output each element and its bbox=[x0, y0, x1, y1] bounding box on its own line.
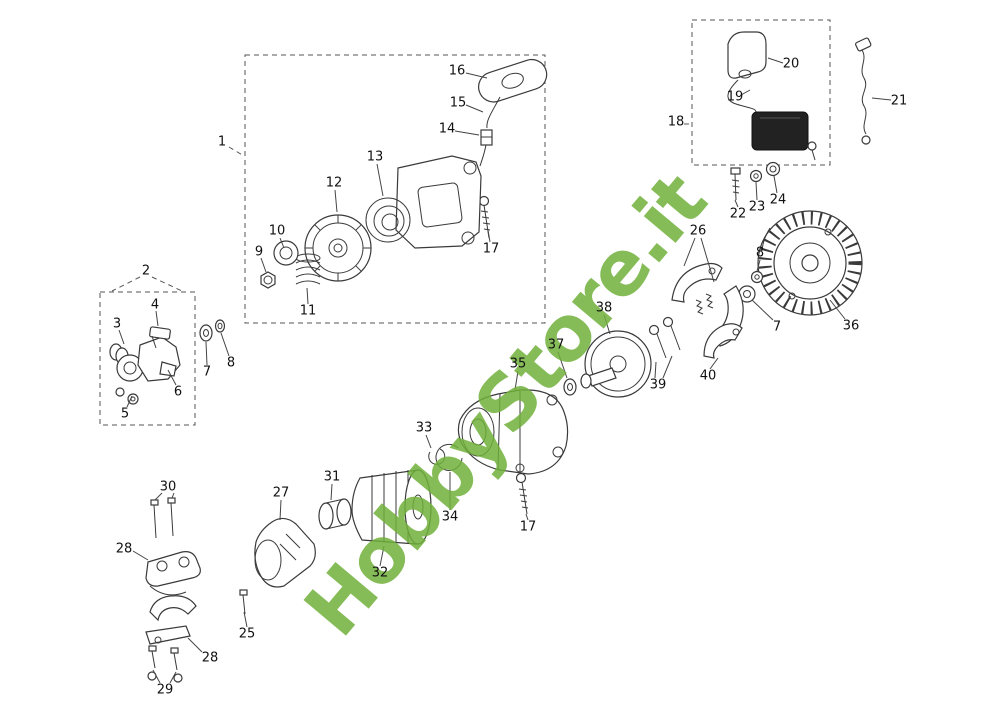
part-label-8-left: 8 bbox=[226, 355, 236, 371]
part-screws-30 bbox=[150, 497, 176, 539]
part-label-7-left: 7 bbox=[202, 364, 212, 380]
part-label-15: 15 bbox=[449, 95, 467, 111]
part-screws-29 bbox=[147, 645, 183, 683]
leader-lines bbox=[118, 57, 892, 684]
part-label-24: 24 bbox=[769, 192, 787, 208]
starter-group-box bbox=[244, 54, 546, 324]
part-snap-ring-34 bbox=[435, 443, 463, 471]
part-label-9: 9 bbox=[254, 244, 264, 260]
part-ignition-wire bbox=[727, 79, 757, 113]
part-bolt-9 bbox=[260, 271, 276, 289]
part-label-16: 16 bbox=[448, 63, 466, 79]
part-label-8-right: 8 bbox=[755, 245, 765, 261]
part-label-13: 13 bbox=[366, 149, 384, 165]
part-washer-8-right bbox=[750, 270, 764, 284]
part-label-17-top: 17 bbox=[482, 241, 500, 257]
part-clutch-housing-32 bbox=[351, 469, 432, 545]
part-screw-17-bottom bbox=[515, 472, 529, 515]
part-label-14: 14 bbox=[438, 121, 456, 137]
part-starter-housing bbox=[395, 155, 482, 249]
part-label-33: 33 bbox=[415, 420, 433, 436]
part-label-23: 23 bbox=[748, 199, 766, 215]
part-label-19: 19 bbox=[726, 89, 744, 105]
part-label-25: 25 bbox=[238, 626, 256, 642]
part-label-39: 39 bbox=[649, 377, 667, 393]
part-label-35: 35 bbox=[509, 356, 527, 372]
part-label-21: 21 bbox=[890, 93, 908, 109]
part-label-6: 6 bbox=[173, 384, 183, 400]
part-starter-rope bbox=[486, 96, 501, 129]
part-bushing-31 bbox=[318, 498, 352, 530]
part-label-2: 2 bbox=[141, 263, 151, 279]
dashed-leaders bbox=[111, 123, 692, 292]
part-label-38: 38 bbox=[595, 300, 613, 316]
part-label-34: 34 bbox=[441, 509, 459, 525]
part-bracket-assembly bbox=[109, 326, 181, 405]
part-ring-33 bbox=[428, 448, 446, 465]
part-cup-washer-10 bbox=[273, 240, 299, 266]
part-label-22: 22 bbox=[729, 206, 747, 222]
part-cover-27 bbox=[254, 517, 316, 588]
part-wire-harness bbox=[855, 37, 872, 145]
part-label-29: 29 bbox=[156, 682, 174, 698]
part-clutch-drum bbox=[580, 330, 652, 398]
part-label-20: 20 bbox=[782, 56, 800, 72]
part-label-1: 1 bbox=[217, 134, 227, 150]
part-clutch-bolts-39 bbox=[648, 316, 681, 359]
part-washer-24 bbox=[765, 161, 781, 177]
part-washer-37 bbox=[563, 378, 577, 396]
part-starter-handle bbox=[478, 58, 548, 103]
part-label-31: 31 bbox=[323, 469, 341, 485]
part-recoil-spring bbox=[365, 197, 411, 243]
ignition-group-box bbox=[691, 19, 831, 166]
part-label-18: 18 bbox=[667, 114, 685, 130]
part-label-37: 37 bbox=[547, 337, 565, 353]
part-washer-23 bbox=[749, 169, 763, 183]
part-label-40: 40 bbox=[699, 368, 717, 384]
part-label-4: 4 bbox=[150, 297, 160, 313]
part-screw-25 bbox=[239, 589, 248, 615]
part-label-11: 11 bbox=[299, 303, 317, 319]
part-label-32: 32 bbox=[371, 565, 389, 581]
part-label-30: 30 bbox=[159, 479, 177, 495]
part-label-5: 5 bbox=[120, 406, 130, 422]
part-label-7-right: 7 bbox=[772, 319, 782, 335]
part-starter-pulley bbox=[304, 214, 372, 282]
part-clamp-upper-28 bbox=[145, 551, 201, 596]
part-label-10: 10 bbox=[268, 223, 286, 239]
part-label-26: 26 bbox=[689, 223, 707, 239]
part-gear-housing bbox=[457, 389, 569, 475]
part-label-36: 36 bbox=[842, 318, 860, 334]
part-label-3: 3 bbox=[112, 316, 122, 332]
part-washer-7-left bbox=[199, 324, 213, 342]
part-label-27: 27 bbox=[272, 485, 290, 501]
part-label-28-lower: 28 bbox=[201, 650, 219, 666]
part-rope-guide bbox=[479, 129, 493, 167]
part-label-28-upper: 28 bbox=[115, 541, 133, 557]
part-ignition-module bbox=[751, 111, 817, 161]
bracket-group-box bbox=[99, 291, 196, 426]
part-spark-plug-cap bbox=[727, 31, 767, 79]
part-label-17-bottom: 17 bbox=[519, 519, 537, 535]
part-washer-8-left bbox=[214, 319, 226, 333]
part-clamp-lower-28 bbox=[145, 595, 197, 645]
part-label-12: 12 bbox=[325, 175, 343, 191]
part-clutch-shoe-40 bbox=[703, 323, 743, 359]
part-flywheel bbox=[757, 210, 863, 316]
part-bolt-22 bbox=[730, 167, 741, 201]
